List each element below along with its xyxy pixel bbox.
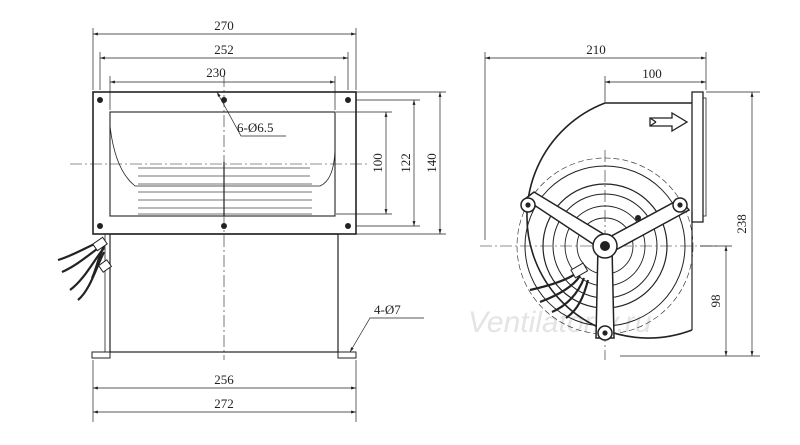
scroll-housing-outline [526, 102, 693, 339]
motor-bracket [520, 191, 691, 341]
cable-gland [92, 236, 113, 273]
front-view [57, 75, 370, 360]
dim-axis-height: 98 [708, 295, 723, 308]
dim-hole-spacing: 230 [206, 65, 226, 80]
dim-base-overall: 272 [214, 396, 234, 411]
side-outlet-flange-inner [702, 97, 707, 217]
outlet-inner-curve [109, 125, 336, 187]
side-dimensions [484, 52, 760, 357]
side-cable-gland [570, 262, 589, 279]
base-foot-right [337, 351, 357, 359]
dim-mount-holes: 6-Ø6.5 [237, 120, 273, 135]
side-dimension-labels: 210 100 238 98 [586, 42, 749, 308]
dim-flange-offset: 100 [642, 66, 662, 81]
dim-outlet-height: 100 [370, 153, 385, 173]
dim-overall-height: 238 [734, 214, 749, 234]
airflow-arrow-icon [649, 111, 689, 133]
front-dimension-labels: 270 252 230 6-Ø6.5 100 122 140 4-Ø7 256 … [206, 18, 439, 411]
watermark: Ventilatorry.ru [468, 306, 652, 339]
dim-base-inner: 256 [214, 372, 234, 387]
side-view [480, 91, 720, 360]
dim-overall-width: 270 [214, 18, 234, 33]
base-foot-left [91, 351, 111, 359]
flange-mount-holes [97, 97, 351, 229]
dim-base-holes: 4-Ø7 [374, 302, 401, 317]
side-outlet-flange [691, 91, 704, 223]
dim-flange-height: 140 [424, 153, 439, 173]
bracket-bolts [525, 202, 683, 336]
impeller-blades [138, 167, 312, 215]
dim-overall-depth: 210 [586, 42, 606, 57]
front-dimensions [92, 28, 446, 422]
front-outlet-opening [109, 111, 336, 217]
dim-flange-width: 252 [214, 42, 234, 57]
dim-flange-inner-height: 122 [398, 153, 413, 173]
